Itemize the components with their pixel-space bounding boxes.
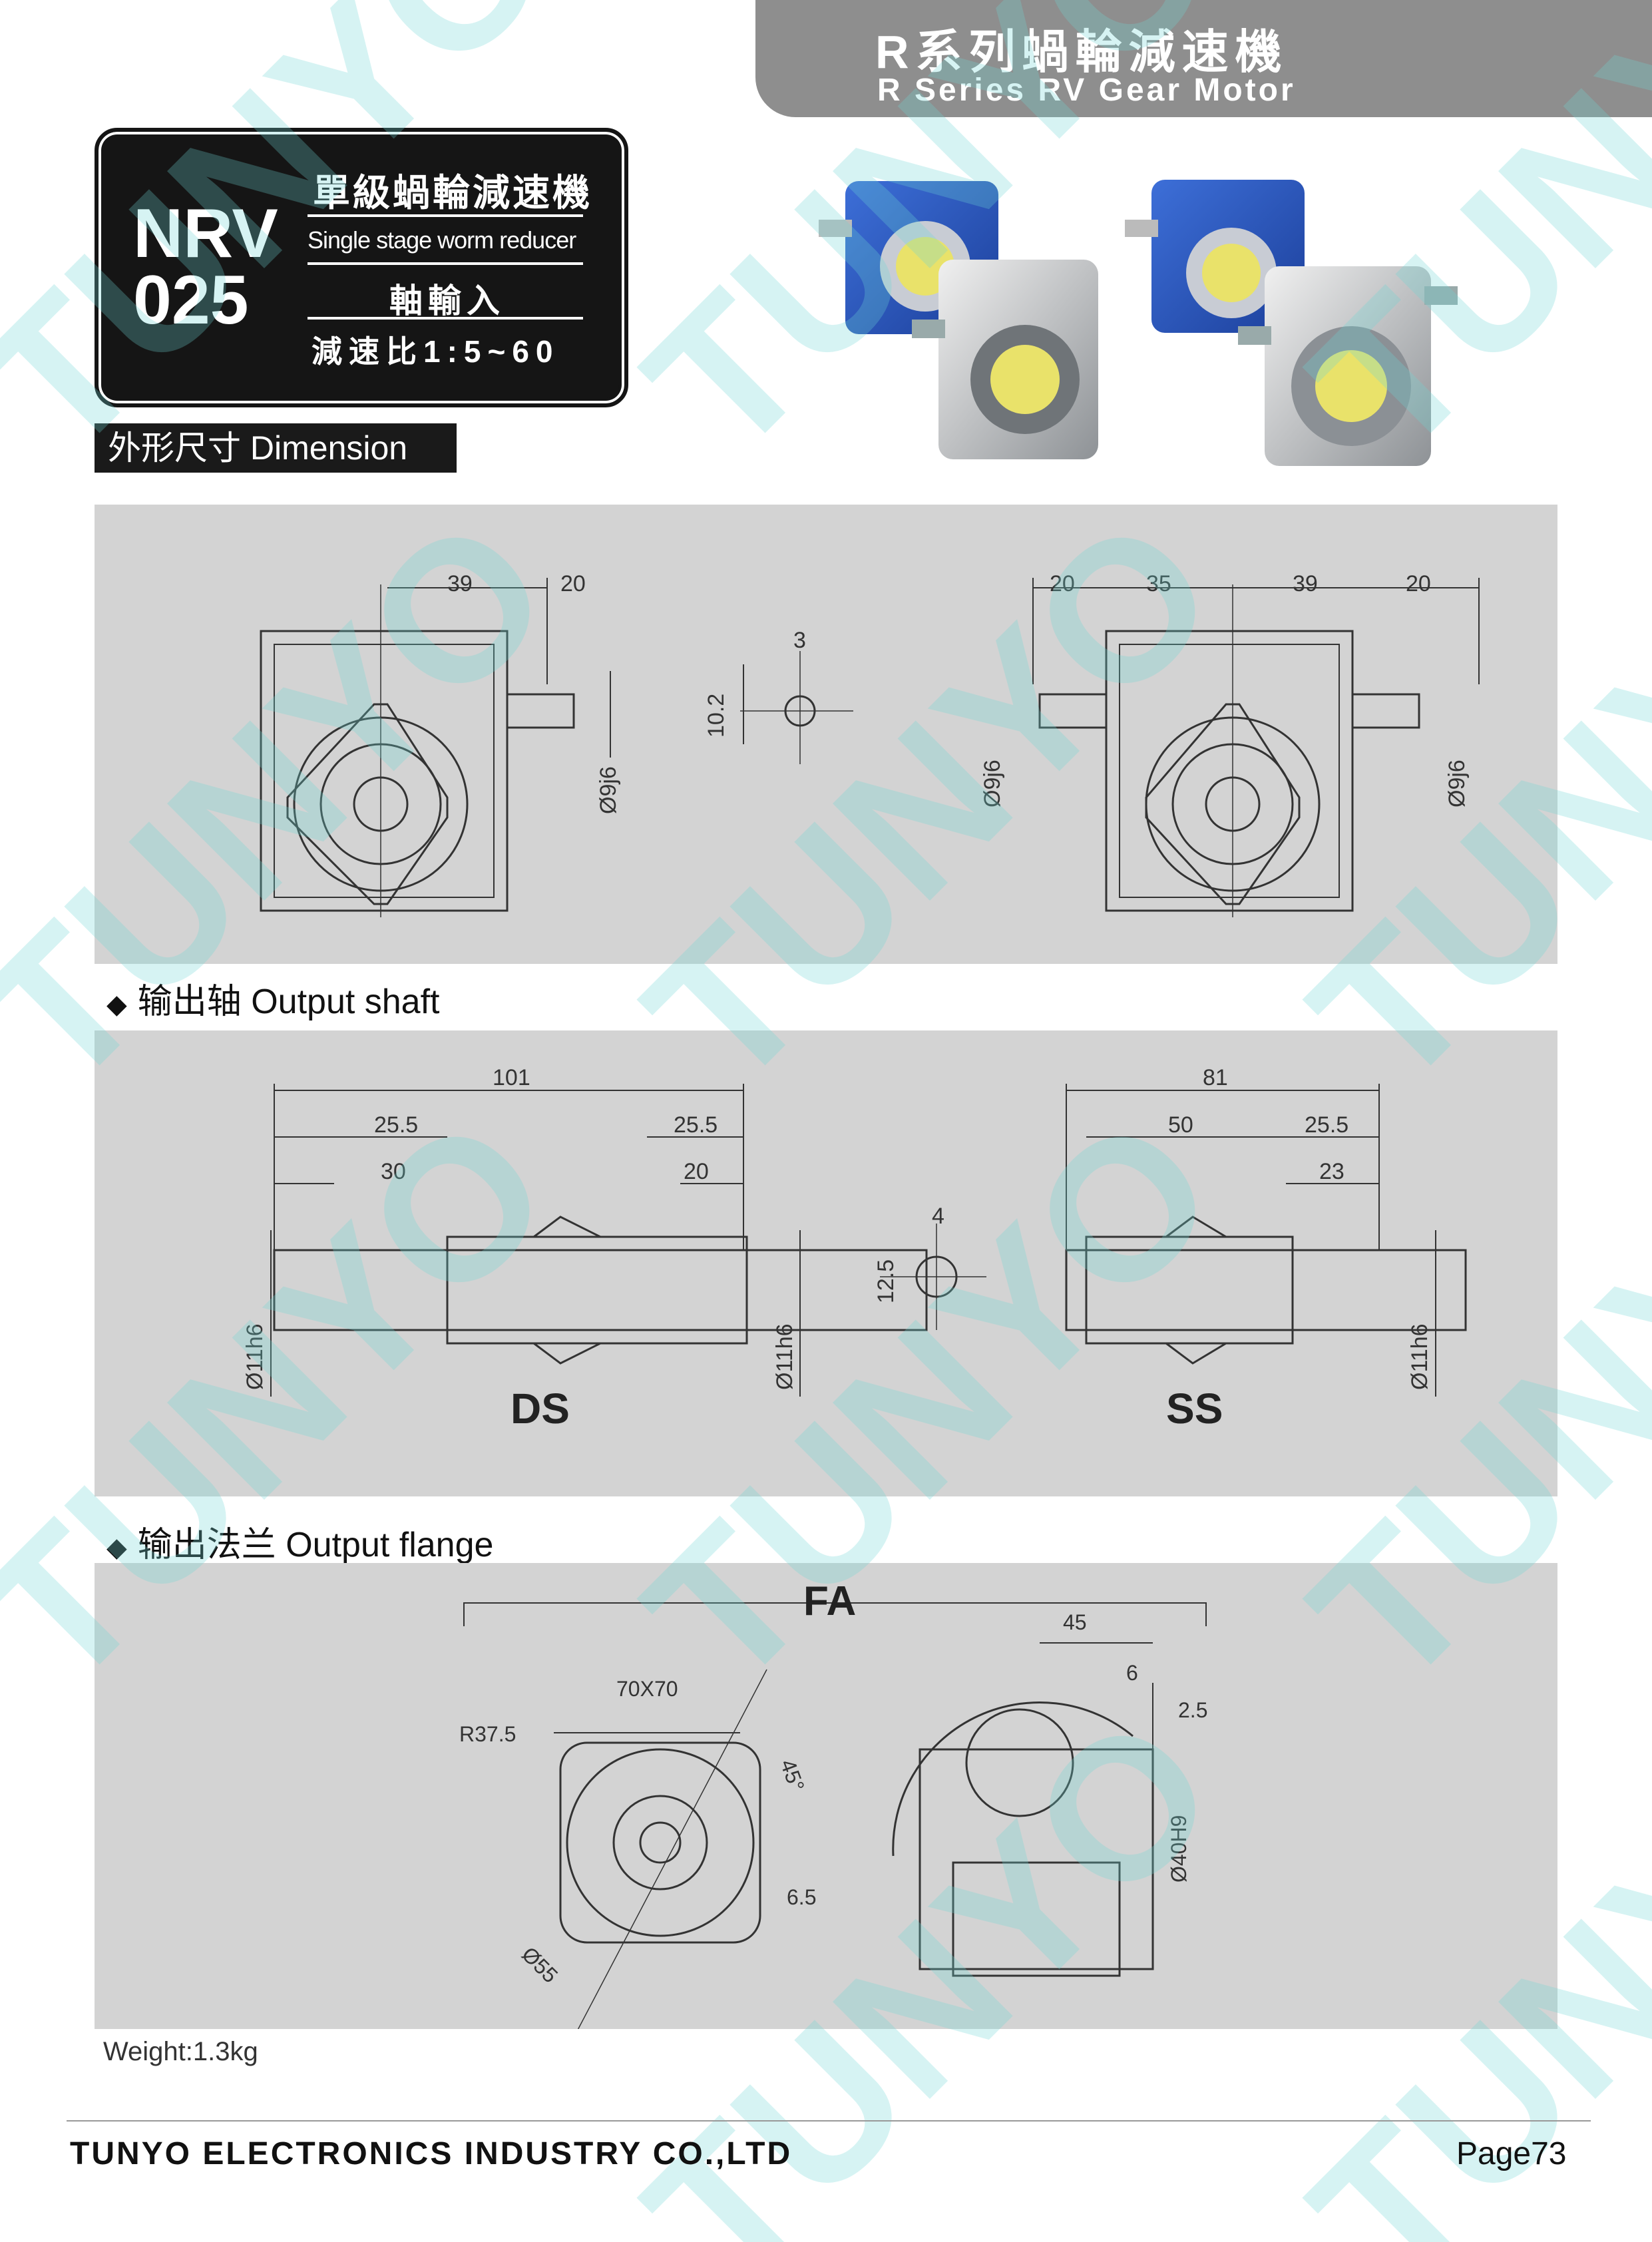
badge-type-en: Single stage worm reducer: [308, 226, 576, 254]
header-band: [755, 0, 1652, 117]
dim-label: Ø40H9: [1167, 1815, 1191, 1883]
output-shaft-panel: [95, 1030, 1557, 1496]
output-shaft-drawing: 101 25.5 25.5 30 20 Ø11h6 Ø11h6 4 12.5 8…: [242, 1065, 1467, 1433]
page-number: Page73: [1456, 2136, 1567, 2171]
dim-label: 20: [1406, 571, 1431, 596]
variant-ds-label: DS: [511, 1385, 570, 1433]
dim-label: 45°: [775, 1756, 809, 1795]
dim-label: Ø55: [517, 1942, 562, 1987]
header-title-en: R Series RV Gear Motor: [877, 73, 1296, 108]
dim-label: 20: [684, 1159, 709, 1184]
model-badge: [95, 128, 628, 407]
output-flange-drawing: 70X70 R37.5 45° 6.5 Ø55 45 6 2.5 Ø40H9 F…: [459, 1578, 1207, 2029]
badge-divider: [308, 262, 583, 265]
dim-label: 81: [1203, 1065, 1228, 1090]
dim-label: 30: [381, 1159, 406, 1184]
dim-label: 3: [793, 628, 806, 653]
dim-label: 20: [1050, 571, 1075, 596]
badge-input: 軸輸入: [389, 282, 505, 320]
dim-label: 35: [1146, 571, 1171, 596]
variant-ss-label: SS: [1166, 1385, 1223, 1433]
dim-label: 25.5: [674, 1112, 718, 1138]
dim-label: 6.5: [787, 1885, 816, 1909]
diamond-icon: ◆: [106, 1533, 127, 1562]
footer-divider: [67, 2120, 1591, 2122]
dim-label: 10.2: [704, 694, 729, 738]
dim-label: Ø9j6: [1444, 760, 1470, 807]
weight-label: Weight:1.3kg: [103, 2037, 258, 2066]
product-photo: [819, 180, 1458, 466]
dim-label: Ø11h6: [242, 1323, 268, 1390]
model-name-line2: 025: [133, 262, 249, 339]
dim-label: 20: [560, 571, 586, 596]
output-flange-title: ◆输出法兰 Output flange: [106, 1526, 494, 1564]
dim-label: 2.5: [1178, 1698, 1207, 1722]
diamond-icon: ◆: [106, 990, 127, 1019]
dim-label: 23: [1319, 1159, 1344, 1184]
gearbox-silver-left: [912, 260, 1098, 459]
dimension-drawing: 39 20 3 10.2 Ø9j6 Ø9j6 Ø9j6 20 35 39 20: [260, 571, 1480, 917]
badge-ratio: 減速比1:5~60: [311, 334, 560, 369]
model-name-line1: NRV: [133, 195, 278, 272]
badge-type-cn: 單級蝸輪減速機: [313, 172, 592, 214]
dim-label: 25.5: [374, 1112, 418, 1138]
dim-label: 25.5: [1305, 1112, 1348, 1138]
gearbox-silver-right: [1238, 266, 1458, 466]
dim-label: Ø11h6: [772, 1323, 797, 1390]
footer-company: TUNYO ELECTRONICS INDUSTRY CO.,LTD: [70, 2136, 793, 2171]
dim-label: Ø11h6: [1407, 1323, 1432, 1390]
dimension-tag: 外形尺寸 Dimension: [95, 423, 457, 473]
dimension-panel: [95, 505, 1557, 964]
dim-label: R37.5: [459, 1722, 516, 1746]
dim-label: 45: [1063, 1610, 1087, 1634]
dim-label: 70X70: [616, 1677, 678, 1701]
dim-label: Ø9j6: [596, 766, 621, 814]
output-flange-panel: [95, 1563, 1557, 2029]
dim-label: 39: [447, 571, 473, 596]
badge-divider: [308, 317, 583, 320]
dim-label: 6: [1126, 1661, 1138, 1685]
dim-label: 4: [932, 1204, 944, 1229]
output-shaft-title: ◆输出轴 Output shaft: [106, 983, 440, 1021]
badge-divider: [308, 214, 583, 217]
dim-label: 101: [493, 1065, 530, 1090]
header-title-cn: R系列蝸輪減速機: [875, 26, 1289, 78]
dim-label: 50: [1168, 1112, 1193, 1138]
dim-label: Ø9j6: [980, 760, 1005, 807]
variant-fa-label: FA: [803, 1578, 856, 1624]
dim-label: 12.5: [873, 1259, 899, 1303]
dim-label: 39: [1293, 571, 1318, 596]
